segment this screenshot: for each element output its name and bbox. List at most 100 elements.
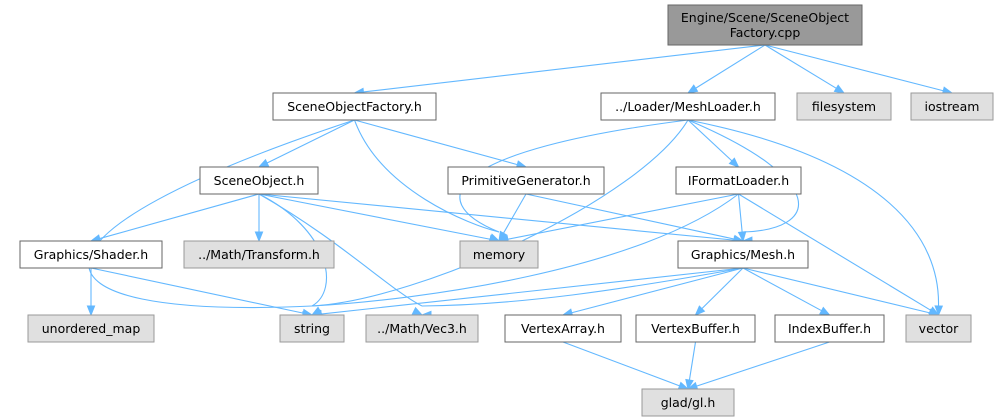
node-label: SceneObjectFactory.h — [287, 99, 422, 114]
edge-sceneobject_h-to-vec3_h — [258, 193, 423, 307]
edge-shader_h-to-string — [90, 267, 304, 314]
node-label: PrimitiveGenerator.h — [461, 173, 590, 188]
edge-mesh_h-to-indexbuffer_h — [742, 267, 822, 312]
edge-root-to-filesystem — [764, 44, 837, 89]
node-label: memory — [473, 247, 526, 262]
node-box — [675, 166, 802, 195]
node-box — [641, 388, 735, 417]
edge-root-to-iostream — [764, 44, 944, 92]
node-label: iostream — [925, 99, 980, 114]
node-box — [677, 240, 809, 269]
node-label: string — [294, 321, 330, 336]
node-box — [19, 240, 163, 269]
node-label: unordered_map — [42, 321, 141, 336]
node-box — [447, 166, 605, 195]
node-box — [635, 314, 756, 343]
node-vector: vector — [905, 314, 972, 343]
arrowhead-sceneobjectfactory_h-to-sceneobject_h — [257, 158, 270, 168]
node-iostream: iostream — [910, 92, 994, 121]
node-sceneobject-h[interactable]: SceneObject.h — [199, 166, 319, 195]
node-label: SceneObject.h — [214, 173, 305, 188]
edge-mesh_h-to-vector — [742, 267, 930, 314]
edge-primitivegenerator_h-to-mesh_h — [525, 193, 735, 240]
node-box — [910, 92, 994, 121]
node-label: Engine/Scene/SceneObject — [681, 10, 849, 25]
arrowhead-mesh_h-to-vertexbuffer_h — [694, 305, 706, 316]
node-label: Graphics/Shader.h — [34, 247, 148, 262]
node-label: filesystem — [812, 99, 876, 114]
node-label: vector — [919, 321, 960, 336]
node-indexbuffer-h[interactable]: IndexBuffer.h — [774, 314, 885, 343]
arrowhead-shader_h-to-unordered_map — [86, 305, 96, 317]
edge-sceneobject_h-to-mesh_h — [258, 193, 735, 241]
edge-iformatloader_h-to-string — [311, 193, 739, 307]
node-label: glad/gl.h — [661, 395, 716, 410]
arrowhead-sceneobject_h-to-vec3_h — [411, 306, 424, 316]
node-box — [600, 92, 776, 121]
node-box — [796, 92, 892, 121]
arrowhead-vertexbuffer_h-to-glad_gl_h — [685, 378, 694, 391]
node-vertexbuffer-h[interactable]: VertexBuffer.h — [635, 314, 756, 343]
node-label: ../Math/Transform.h — [198, 247, 320, 262]
edge-sceneobjectfactory_h-to-sceneobject_h — [266, 119, 355, 164]
node-vertexarray-h[interactable]: VertexArray.h — [504, 314, 622, 343]
edge-mesh_h-to-string — [320, 267, 744, 315]
node-primitivegenerator-h[interactable]: PrimitiveGenerator.h — [447, 166, 605, 195]
arrowhead-sceneobject_h-to-transform_h — [254, 231, 264, 243]
node-label: ../Math/Vec3.h — [377, 321, 467, 336]
node-vec3-h: ../Math/Vec3.h — [365, 314, 479, 343]
edge-meshloader_h-to-mesh_h — [687, 119, 799, 233]
edge-root-to-sceneobjectfactory_h — [363, 44, 766, 93]
node-mesh-h[interactable]: Graphics/Mesh.h — [677, 240, 809, 269]
node-label: IndexBuffer.h — [788, 321, 871, 336]
arrowhead-meshloader_h-to-iformatloader_h — [728, 157, 740, 168]
node-box — [365, 314, 479, 343]
node-transform-h: ../Math/Transform.h — [183, 240, 335, 269]
arrowhead-root-to-meshloader_h — [686, 84, 699, 94]
edge-vertexarray_h-to-glad_gl_h — [562, 341, 680, 387]
nodes-layer: Engine/Scene/SceneObjectFactory.cppScene… — [19, 4, 994, 417]
node-box — [272, 92, 437, 121]
edge-primitivegenerator_h-to-memory — [503, 193, 527, 234]
node-label: Graphics/Mesh.h — [691, 247, 795, 262]
node-box — [183, 240, 335, 269]
edge-iformatloader_h-to-mesh_h — [737, 193, 743, 233]
node-glad-gl-h: glad/gl.h — [641, 388, 735, 417]
node-iformatloader-h[interactable]: IFormatLoader.h — [675, 166, 802, 195]
node-box — [279, 314, 345, 343]
node-label: VertexBuffer.h — [651, 321, 740, 336]
node-root[interactable]: Engine/Scene/SceneObjectFactory.cpp — [667, 4, 863, 46]
node-string: string — [279, 314, 345, 343]
node-memory: memory — [459, 240, 539, 269]
edge-iformatloader_h-to-memory — [507, 193, 739, 240]
edge-meshloader_h-to-iformatloader_h — [687, 119, 733, 162]
edge-root-to-meshloader_h — [695, 44, 766, 89]
edge-sceneobjectfactory_h-to-string — [88, 119, 355, 309]
edge-mesh_h-to-vec3_h — [421, 267, 744, 307]
edge-sceneobject_h-to-shader_h — [99, 193, 260, 240]
node-sceneobjectfactory-h[interactable]: SceneObjectFactory.h — [272, 92, 437, 121]
arrowhead-meshloader_h-to-vector — [934, 305, 944, 317]
node-box — [667, 4, 863, 46]
arrowhead-root-to-filesystem — [833, 84, 846, 94]
node-box — [504, 314, 622, 343]
edge-vertexbuffer_h-to-glad_gl_h — [688, 341, 697, 381]
edge-indexbuffer_h-to-glad_gl_h — [696, 341, 830, 387]
node-shader-h[interactable]: Graphics/Shader.h — [19, 240, 163, 269]
node-label: Factory.cpp — [730, 25, 801, 40]
node-label: ../Loader/MeshLoader.h — [615, 99, 761, 114]
node-box — [459, 240, 539, 269]
node-box — [905, 314, 972, 343]
node-label: IFormatLoader.h — [688, 173, 789, 188]
arrowhead-mesh_h-to-indexbuffer_h — [819, 306, 831, 316]
edge-sceneobjectfactory_h-to-primitivegenerator_h — [354, 119, 518, 166]
node-box — [199, 166, 319, 195]
node-meshloader-h[interactable]: ../Loader/MeshLoader.h — [600, 92, 776, 121]
node-box — [774, 314, 885, 343]
node-label: VertexArray.h — [521, 321, 605, 336]
arrowhead-iformatloader_h-to-mesh_h — [737, 231, 747, 243]
node-filesystem: filesystem — [796, 92, 892, 121]
node-box — [27, 314, 155, 343]
edge-mesh_h-to-vertexbuffer_h — [701, 267, 744, 310]
